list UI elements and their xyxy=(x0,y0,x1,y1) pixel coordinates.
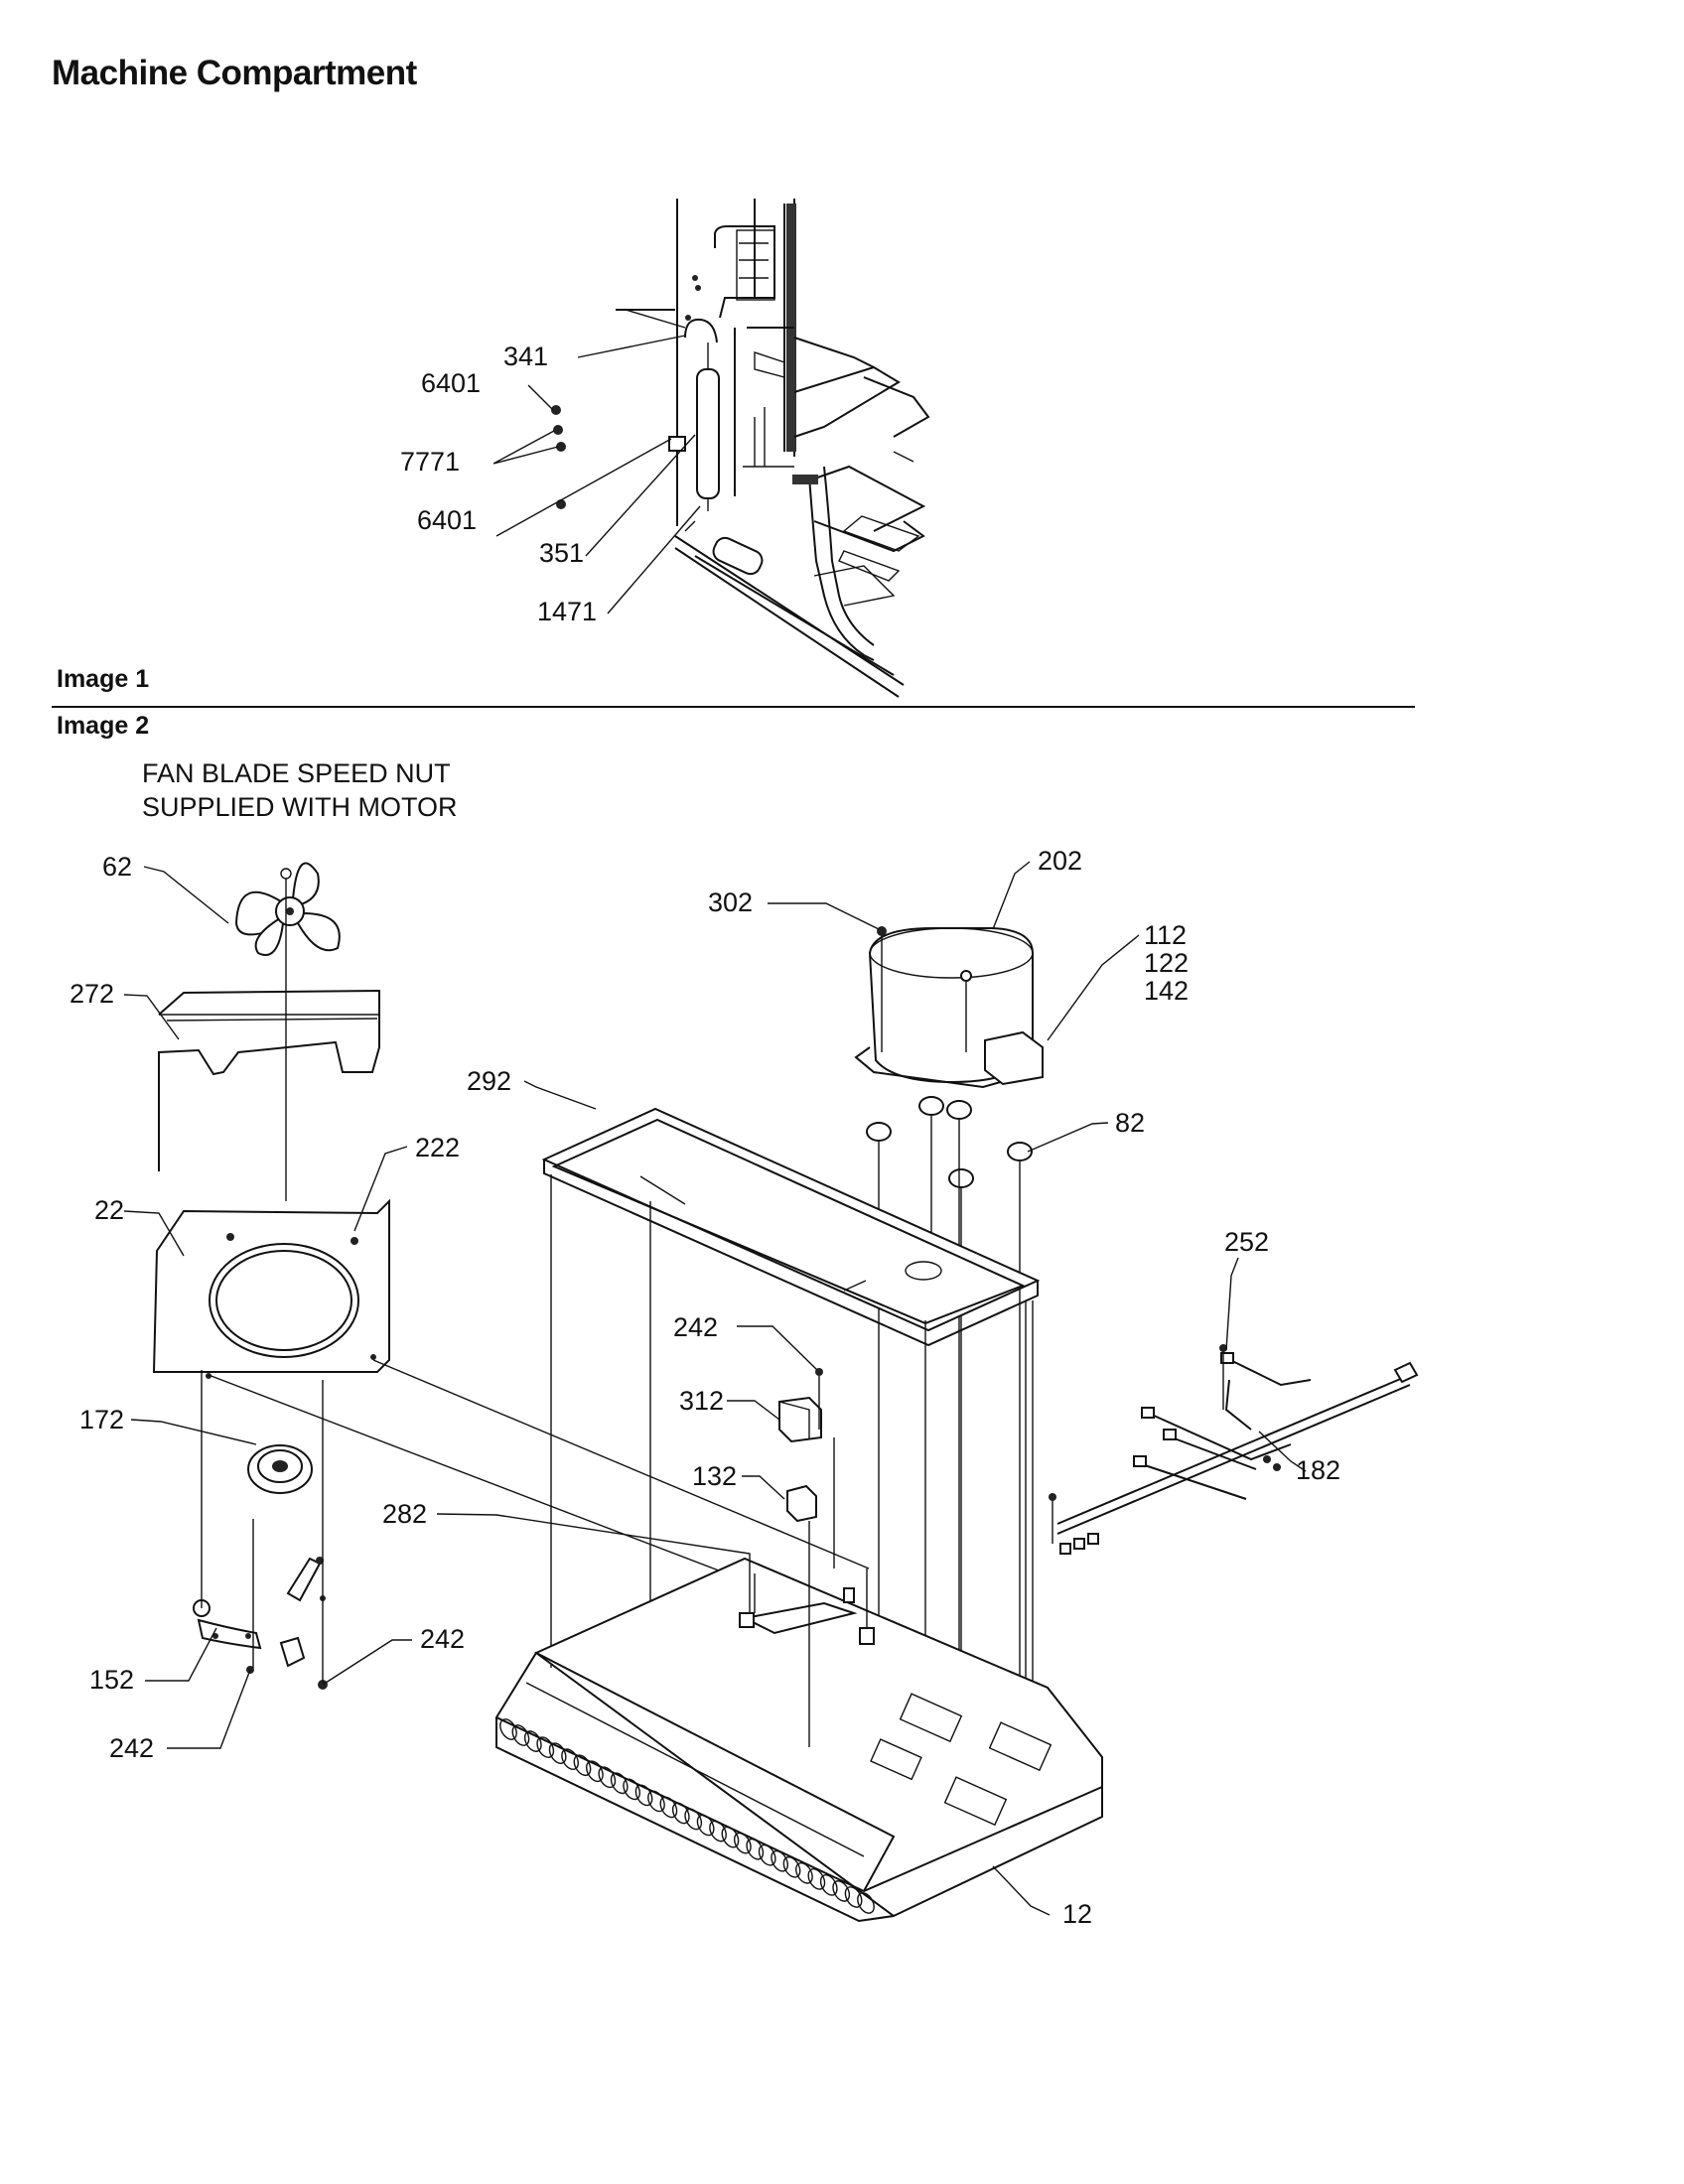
callout-351: 351 xyxy=(539,538,584,568)
compressor-drawing xyxy=(854,926,1044,1717)
callout-122: 122 xyxy=(1144,948,1189,978)
callout-152: 152 xyxy=(89,1665,134,1695)
callout-1471: 1471 xyxy=(537,597,597,626)
wire-harness-drawing xyxy=(1049,1344,1419,1555)
note-line-2: SUPPLIED WITH MOTOR xyxy=(142,792,458,822)
image-2-leaders xyxy=(123,861,1307,1916)
callout-182: 182 xyxy=(1296,1455,1340,1485)
drain-pan-drawing xyxy=(541,1107,1041,1886)
callout-222: 222 xyxy=(415,1133,460,1162)
callout-252: 252 xyxy=(1224,1227,1269,1257)
fan-assembly-drawing xyxy=(152,862,870,1690)
image-2-caption: Image 2 xyxy=(57,712,150,740)
callout-282: 282 xyxy=(382,1499,427,1529)
callout-112: 112 xyxy=(1144,920,1187,950)
relay-parts-drawing xyxy=(778,1368,835,1747)
callout-22: 22 xyxy=(94,1195,124,1225)
callout-62: 62 xyxy=(102,852,132,882)
callout-142: 142 xyxy=(1144,976,1189,1006)
callout-labels: 341 6401 7771 6401 351 1471 62 272 222 2… xyxy=(70,341,1340,1929)
image-1-caption: Image 1 xyxy=(57,665,150,693)
callout-202: 202 xyxy=(1038,846,1082,876)
callout-272: 272 xyxy=(70,979,114,1009)
callout-82: 82 xyxy=(1115,1108,1145,1138)
image-1-drawing xyxy=(492,199,930,698)
page-title: Machine Compartment xyxy=(52,54,417,92)
condenser-coil xyxy=(499,1718,875,1914)
callout-132: 132 xyxy=(692,1461,737,1491)
callout-7771: 7771 xyxy=(400,447,460,477)
callout-312: 312 xyxy=(679,1386,724,1416)
callout-341: 341 xyxy=(503,341,548,371)
note-line-1: FAN BLADE SPEED NUT xyxy=(142,758,451,788)
callout-242-relay: 242 xyxy=(673,1312,718,1342)
callout-242-lower-left: 242 xyxy=(109,1733,154,1763)
base-pan-drawing xyxy=(494,1557,1103,1923)
fan-blade xyxy=(234,862,341,956)
callout-12: 12 xyxy=(1062,1899,1092,1929)
callout-292: 292 xyxy=(467,1066,511,1096)
callout-302: 302 xyxy=(708,887,753,917)
callout-172: 172 xyxy=(79,1405,124,1434)
callout-6401-upper: 6401 xyxy=(421,368,481,398)
callout-6401-lower: 6401 xyxy=(417,505,477,535)
callout-242-fan: 242 xyxy=(420,1624,465,1654)
fan-blade-note: FAN BLADE SPEED NUT SUPPLIED WITH MOTOR xyxy=(142,756,458,824)
